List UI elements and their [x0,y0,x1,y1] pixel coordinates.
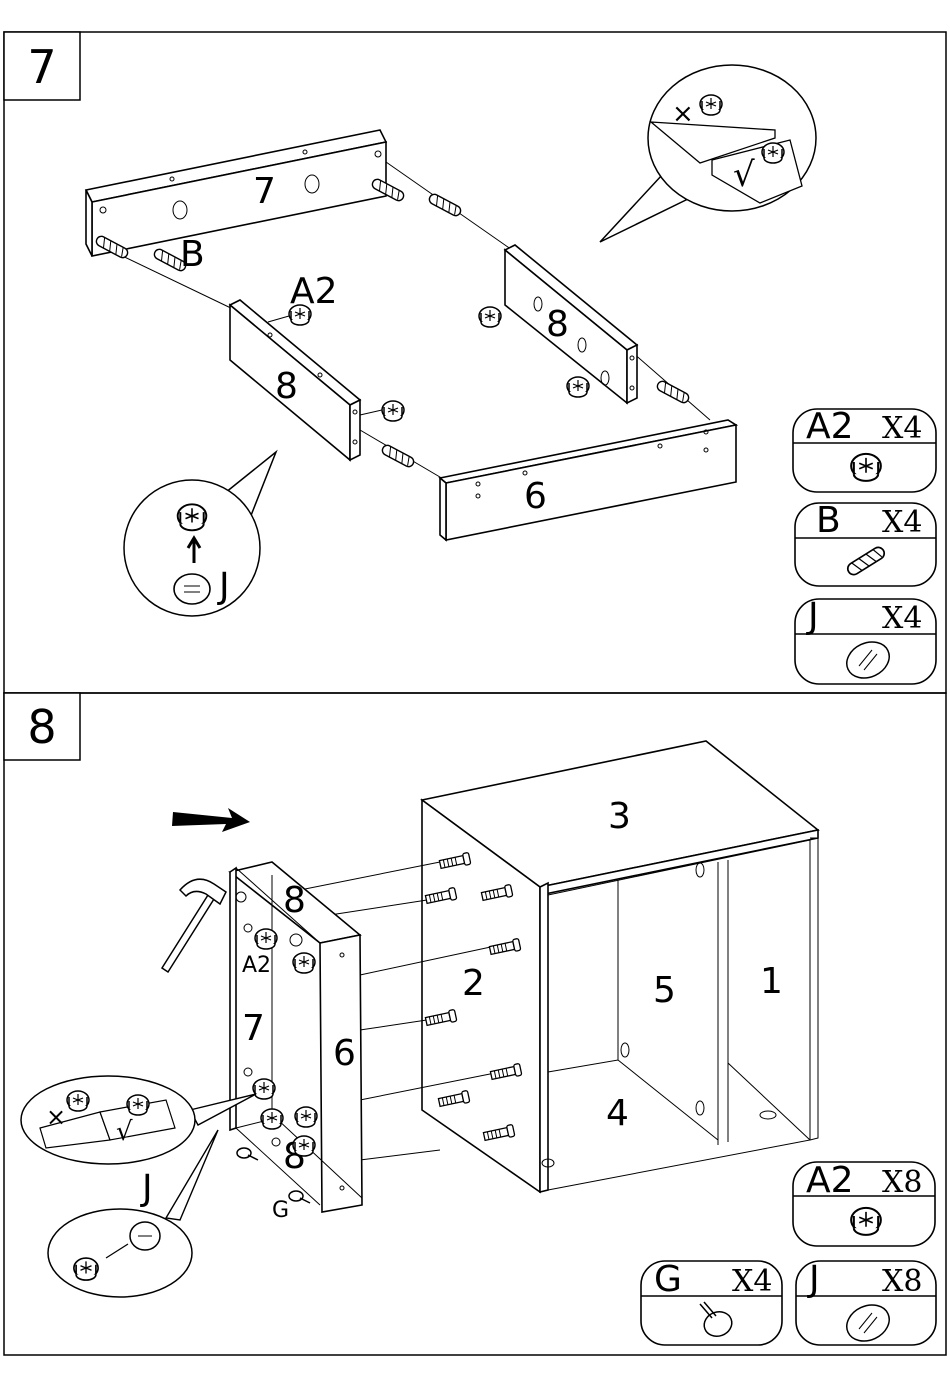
part-box-a2-step8: A2 X8 [793,1160,935,1246]
part-box-g-step8: G X4 [641,1259,782,1345]
part-box-b: B X4 [795,500,936,586]
mark-right: √ [733,155,755,195]
label-dowel-b: B [180,234,205,275]
label-side-2: 2 [462,963,485,1004]
label-drawer-cam-a2: A2 [242,953,271,978]
label-side-1: 1 [760,961,783,1002]
mark-wrong-2: × [46,1103,66,1131]
label-divider-5: 5 [653,970,676,1011]
part-box-j-step8: J X8 [796,1259,936,1348]
label-panel-8-right: 8 [546,304,569,345]
step-8-panel: 8 3 2 5 1 4 [4,693,946,1355]
dowel-b-5 [381,444,416,469]
label-top-3: 3 [608,796,631,837]
part-code-a2: A2 [806,406,854,447]
parts-legend-step-7: A2 X4 B X4 J X4 [793,406,936,685]
part-qty-b: X4 [882,505,922,540]
step-8-number: 8 [27,700,56,754]
label-cam-cover-j: J [217,566,230,607]
cam-lock-icon [851,454,881,481]
drawer-box: 8 7 6 8 [230,862,362,1212]
cam-a2-2 [382,401,404,421]
part-qty-j: X4 [882,601,922,636]
zoom-detail-cam-orientation-2: × √ [21,1076,256,1164]
part-box-a2: A2 X4 [793,406,936,492]
part-code-g-step8: G [654,1259,682,1300]
label-cover-j: J [140,1168,153,1209]
cam-a2-4 [567,377,589,397]
part-qty-a2: X4 [882,411,922,446]
part-box-j: J X4 [795,596,936,685]
cabinet-carcass: 3 2 5 1 4 [422,741,818,1192]
part-code-b: B [816,500,841,541]
part-qty-j-step8: X8 [882,1264,922,1299]
part-qty-g-step8: X4 [732,1264,772,1299]
label-drawer-front-6: 6 [333,1033,356,1074]
step-7-number: 7 [27,40,56,94]
cam-lock-icon [851,1208,881,1235]
parts-legend-step-8: A2 X8 G X4 J X8 [641,1160,936,1348]
label-bottom-4: 4 [606,1093,629,1134]
hammer-icon [162,879,226,972]
label-panel-7: 7 [253,171,276,212]
push-arrow-icon [172,808,250,832]
cam-a2-3 [479,307,501,327]
label-panel-6: 6 [524,476,547,517]
zoom-detail-cam-orientation: × √ [600,65,816,242]
label-drawer-top-8: 8 [283,880,306,921]
part-code-j: J [806,596,819,637]
dowel-b-6 [656,380,691,405]
label-cam-a2: A2 [290,271,338,312]
step-7-panel: 7 7 B 8 [4,32,946,693]
label-panel-8-left: 8 [275,366,298,407]
part-qty-a2-step8: X8 [882,1165,922,1200]
label-drawer-back-7: 7 [242,1008,265,1049]
panel-7: 7 [86,130,386,256]
dowel-b-4 [428,193,463,218]
panel-6: 6 [440,420,736,540]
part-code-j-step8: J [807,1259,820,1300]
mark-wrong: × [672,99,694,129]
zoom-detail-cam-cover: J [124,452,276,616]
mark-right-2: √ [116,1117,133,1147]
part-code-a2-step8: A2 [806,1160,854,1201]
label-glide-g: G [272,1198,289,1223]
